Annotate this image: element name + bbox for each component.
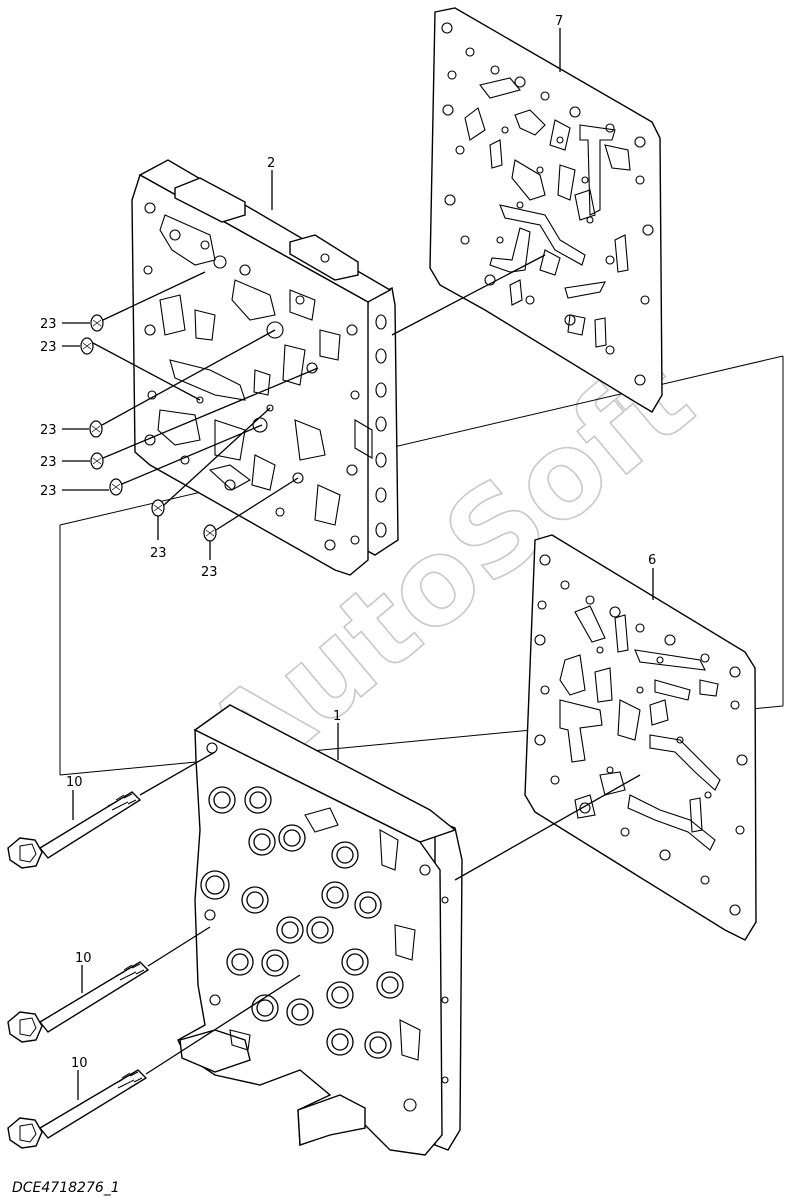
callout-leaders <box>72 28 654 1100</box>
gasket-plate-lower <box>524 534 757 941</box>
callout-part-2: 2 <box>267 156 275 171</box>
screen-leaders <box>62 271 319 560</box>
valve-plate <box>131 159 399 576</box>
callout-screen-4: 23 <box>40 455 57 470</box>
valve-bores <box>200 786 404 1059</box>
callout-screen-5: 23 <box>40 484 57 499</box>
callout-part-6: 6 <box>648 553 656 568</box>
callout-screen-1: 23 <box>40 317 57 332</box>
gasket-plate-upper <box>429 7 663 413</box>
bolt-1 <box>7 791 142 869</box>
callout-screen-3: 23 <box>40 423 57 438</box>
bolt-2 <box>7 961 150 1043</box>
callout-screen-2: 23 <box>40 340 57 355</box>
valve-body <box>177 704 463 1156</box>
callout-screen-6: 23 <box>150 546 167 561</box>
callout-part-1: 1 <box>333 709 341 724</box>
callout-bolt-2: 10 <box>75 951 92 966</box>
callout-screen-7: 23 <box>201 565 218 580</box>
callout-part-7: 7 <box>555 14 563 29</box>
bolt-3 <box>7 1069 148 1149</box>
diagram-id-label: DCE4718276_1 <box>12 1180 120 1196</box>
callout-bolt-1: 10 <box>66 775 83 790</box>
callout-bolt-3: 10 <box>71 1056 88 1071</box>
